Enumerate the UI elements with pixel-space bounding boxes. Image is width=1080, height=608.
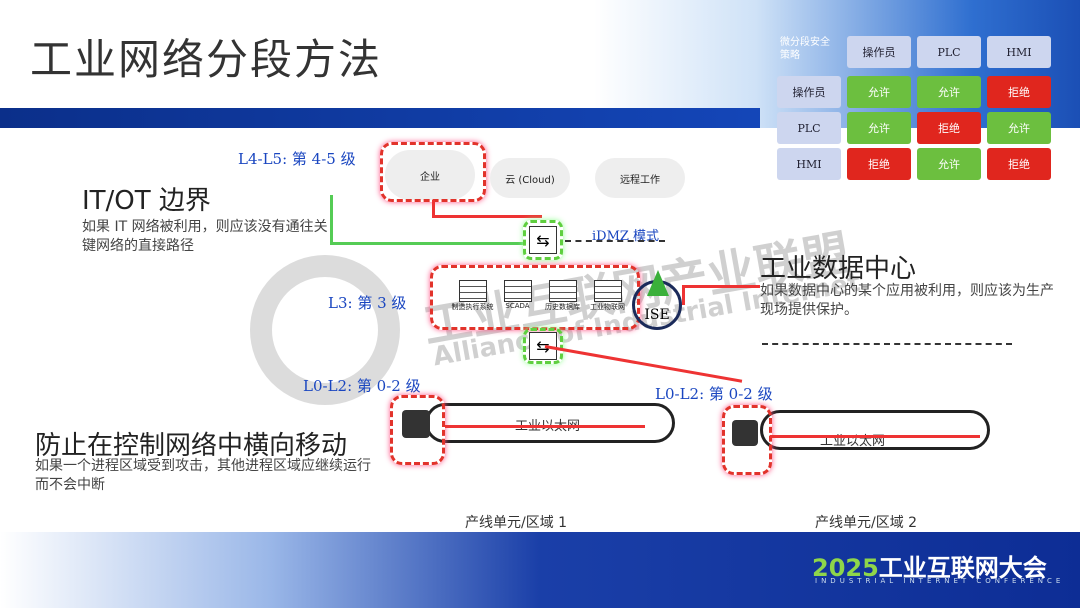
- lateral-arrows-2: [770, 435, 980, 438]
- zone-label-1: 产线单元/区域 1: [465, 515, 568, 531]
- matrix-cell: 拒绝: [917, 112, 981, 144]
- header-band: [0, 108, 760, 128]
- conference-year: 2025: [812, 554, 879, 582]
- server-row: 制造执行系统 SCADA 历史数据库 工业物联网: [450, 280, 630, 312]
- level-l3: L3: 第 3 级: [328, 294, 407, 312]
- matrix-row-header: 操作员: [777, 76, 841, 108]
- matrix-cell: 拒绝: [847, 148, 911, 180]
- matrix-cell: 允许: [847, 112, 911, 144]
- heading: IT/OT 边界: [82, 186, 211, 216]
- matrix-cell: 拒绝: [987, 148, 1051, 180]
- link-line: [432, 200, 542, 218]
- firewall-idmz: ⇆: [523, 220, 563, 260]
- server-icon: [593, 280, 622, 302]
- robot-icon: [402, 410, 430, 438]
- cloud-label: 企业: [420, 171, 440, 183]
- matrix-row-header: PLC: [777, 112, 841, 144]
- cloud-label: 云 (Cloud): [505, 174, 555, 186]
- server-icon: [548, 280, 577, 302]
- ise-arrow-icon: [647, 270, 669, 296]
- itot-text: 如果 IT 网络被利用，则应该没有通往关键网络的直接路径: [82, 219, 328, 254]
- itot-heading: IT/OT 边界: [82, 180, 211, 217]
- dc-heading: 工业数据中心: [760, 248, 916, 285]
- server-label: SCADA: [505, 302, 530, 310]
- lateral-arrows: [445, 425, 645, 428]
- conference-en: INDUSTRIAL INTERNET CONFERENCE: [815, 577, 1065, 585]
- robot-icon: [732, 420, 758, 446]
- matrix-col-header: HMI: [987, 36, 1051, 68]
- footer-band: [0, 532, 1080, 608]
- slide-title: 工业网络分段方法: [30, 35, 383, 84]
- level-l45: L4-L5: 第 4-5 级: [238, 150, 356, 168]
- level-l02a: L0-L2: 第 0-2 级: [303, 377, 421, 395]
- lateral-text: 如果一个进程区域受到攻击，其他进程区域应继续运行而不会中断: [35, 458, 371, 493]
- ise-label: ISE: [644, 307, 670, 323]
- server-label: 制造执行系统: [451, 303, 494, 311]
- ring-label-2: 工业以太网: [820, 434, 886, 449]
- conference-logo: 2025工业互联网大会: [812, 548, 1047, 583]
- cloud-label: 远程工作: [620, 174, 660, 186]
- enterprise-box: [380, 142, 486, 202]
- itot-green-line: [330, 195, 525, 245]
- zone-label-2: 产线单元/区域 2: [815, 515, 918, 531]
- l3-to-zone-line: [544, 345, 743, 383]
- server: 制造执行系统: [450, 280, 495, 312]
- ethernet-ring-2: [760, 410, 990, 450]
- server: 历史数据库: [540, 280, 585, 312]
- matrix-cell: 允许: [847, 76, 911, 108]
- heading: 防止在控制网络中横向移动: [35, 431, 348, 461]
- cloud-enterprise: 企业: [385, 150, 475, 200]
- server-icon: [503, 280, 532, 302]
- heading: 工业数据中心: [760, 254, 917, 284]
- matrix-cell: 拒绝: [987, 76, 1051, 108]
- server: 工业物联网: [585, 280, 630, 312]
- attacked-cell: [390, 395, 445, 465]
- dashes: [762, 343, 1012, 345]
- firewall-icon: ⇆: [529, 226, 557, 254]
- firewall-l3: ⇆: [523, 328, 563, 364]
- lateral-heading: 防止在控制网络中横向移动: [35, 425, 347, 462]
- conference-name: 工业互联网大会: [878, 554, 1047, 582]
- server: SCADA: [495, 280, 540, 312]
- cloud-remote: 远程工作: [595, 158, 685, 198]
- matrix-cell: 允许: [917, 148, 981, 180]
- matrix-col-header: 操作员: [847, 36, 911, 68]
- dc-line: [682, 285, 760, 305]
- idmz-line: [565, 240, 665, 242]
- matrix-cell: 允许: [917, 76, 981, 108]
- firewall-icon: ⇆: [529, 332, 557, 360]
- attacked-cell-2: [722, 405, 772, 475]
- matrix-col-header: PLC: [917, 36, 981, 68]
- matrix-cell: 允许: [987, 112, 1051, 144]
- matrix-label: 微分段安全策略: [780, 37, 830, 61]
- dc-text: 如果数据中心的某个应用被利用，则应该为生产现场提供保护。: [760, 283, 1054, 318]
- matrix-row-header: HMI: [777, 148, 841, 180]
- server-label: 工业物联网: [590, 303, 625, 311]
- level-l02b: L0-L2: 第 0-2 级: [655, 385, 773, 403]
- server-icon: [458, 280, 487, 302]
- cloud-cloud: 云 (Cloud): [490, 158, 570, 198]
- server-label: 历史数据库: [545, 303, 580, 311]
